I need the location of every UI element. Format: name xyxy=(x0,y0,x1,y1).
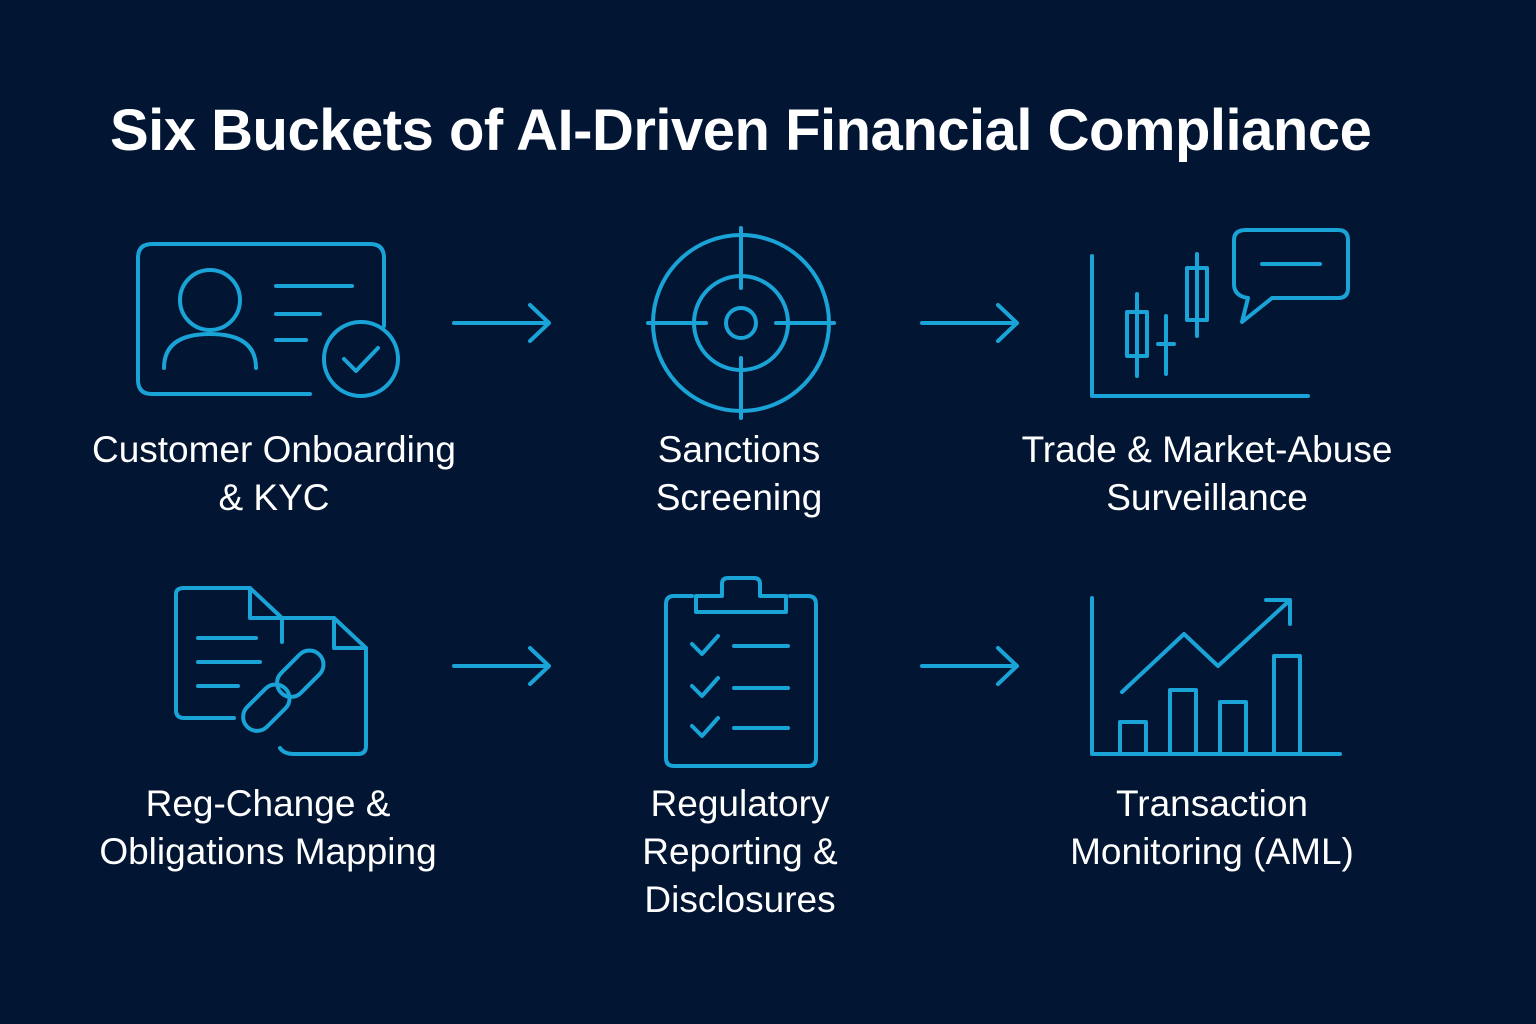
bucket-label-trade-surveillance: Trade & Market-Abuse Surveillance xyxy=(977,426,1437,522)
bucket-label-line: Surveillance xyxy=(1106,477,1308,518)
bucket-label-line: Reporting & xyxy=(642,831,838,872)
bucket-label-customer-onboarding: Customer Onboarding & KYC xyxy=(44,426,504,522)
bucket-label-line: Disclosures xyxy=(644,879,836,920)
bucket-label-reg-change: Reg-Change & Obligations Mapping xyxy=(38,780,498,876)
bucket-label-line: Transaction xyxy=(1116,783,1308,824)
arrow-right-icon xyxy=(452,646,551,686)
bucket-label-regulatory-reporting: Regulatory Reporting & Disclosures xyxy=(510,780,970,924)
target-crosshair-icon xyxy=(646,226,836,420)
bucket-label-line: Customer Onboarding xyxy=(91,429,457,470)
page-title: Six Buckets of AI-Driven Financial Compl… xyxy=(110,98,1372,163)
clipboard-checklist-icon xyxy=(664,576,818,768)
bucket-label-transaction-monitoring: Transaction Monitoring (AML) xyxy=(982,780,1442,876)
id-card-check-icon xyxy=(136,242,400,398)
bucket-label-line: Sanctions xyxy=(657,429,821,470)
arrow-right-icon xyxy=(920,303,1019,343)
bucket-label-line: Obligations Mapping xyxy=(99,831,437,872)
bar-chart-trend-icon xyxy=(1090,596,1342,756)
bucket-label-line: Regulatory xyxy=(650,783,830,824)
bucket-label-line: Screening xyxy=(655,477,823,518)
bucket-label-line: & KYC xyxy=(218,477,330,518)
documents-link-icon xyxy=(174,586,368,756)
bucket-label-sanctions-screening: Sanctions Screening xyxy=(509,426,969,522)
bucket-label-line: Monitoring (AML) xyxy=(1070,831,1354,872)
candlestick-chat-icon xyxy=(1090,228,1350,398)
bucket-label-line: Reg-Change & xyxy=(145,783,391,824)
bucket-label-line: Trade & Market-Abuse xyxy=(1021,429,1393,470)
arrow-right-icon xyxy=(920,646,1019,686)
arrow-right-icon xyxy=(452,303,551,343)
